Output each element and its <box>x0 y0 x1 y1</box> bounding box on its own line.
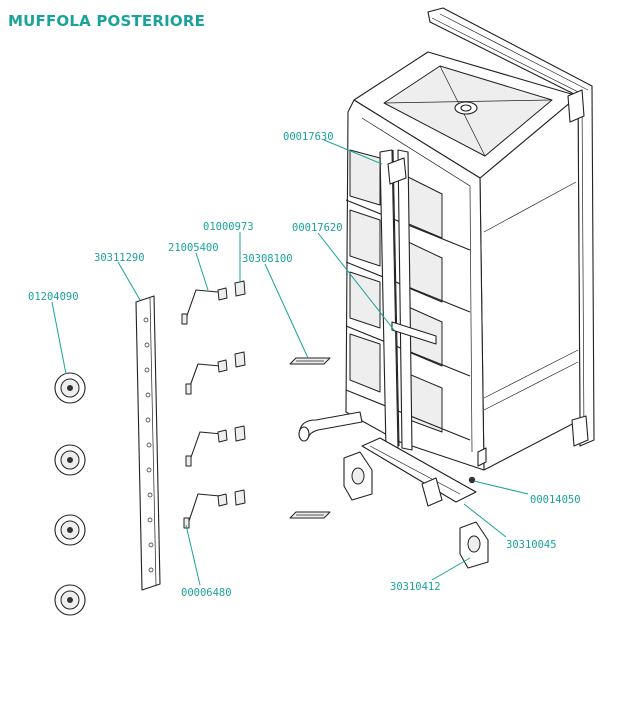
probe-2 <box>185 363 221 395</box>
fan-motor-4 <box>54 584 86 616</box>
fan-motor-1 <box>54 372 86 404</box>
label-30310412: 30310412 <box>390 581 441 593</box>
label-01000973: 01000973 <box>203 221 254 233</box>
fan-motor-3 <box>54 514 86 546</box>
cover-plate-upper <box>289 357 331 365</box>
label-21005400: 21005400 <box>168 242 219 254</box>
cover-plate-lower <box>289 511 331 519</box>
clip-3 <box>217 425 246 443</box>
fan-motor-2 <box>54 444 86 476</box>
label-30308100: 30308100 <box>242 253 293 265</box>
oven-chamber-assembly <box>298 7 595 471</box>
clip-4 <box>217 489 246 507</box>
probe-4 <box>183 493 221 529</box>
probe-1 <box>181 289 219 325</box>
label-00017620: 00017620 <box>292 222 343 234</box>
label-00014050: 00014050 <box>530 494 581 506</box>
right-bracket <box>459 521 489 569</box>
clip-2 <box>217 351 246 373</box>
label-30311290: 30311290 <box>94 252 145 264</box>
label-30310045: 30310045 <box>506 539 557 551</box>
left-bracket <box>343 451 373 501</box>
label-00017630: 00017630 <box>283 131 334 143</box>
label-00006480: 00006480 <box>181 587 232 599</box>
label-01204090: 01204090 <box>28 291 79 303</box>
bottom-bracket-plate <box>361 437 477 507</box>
probe-3 <box>185 431 223 467</box>
mounting-strip <box>135 295 161 591</box>
page-title: MUFFOLA POSTERIORE <box>8 12 205 30</box>
leader-lines <box>51 139 529 586</box>
fastener-dot <box>468 476 476 484</box>
clip-1 <box>217 280 246 301</box>
